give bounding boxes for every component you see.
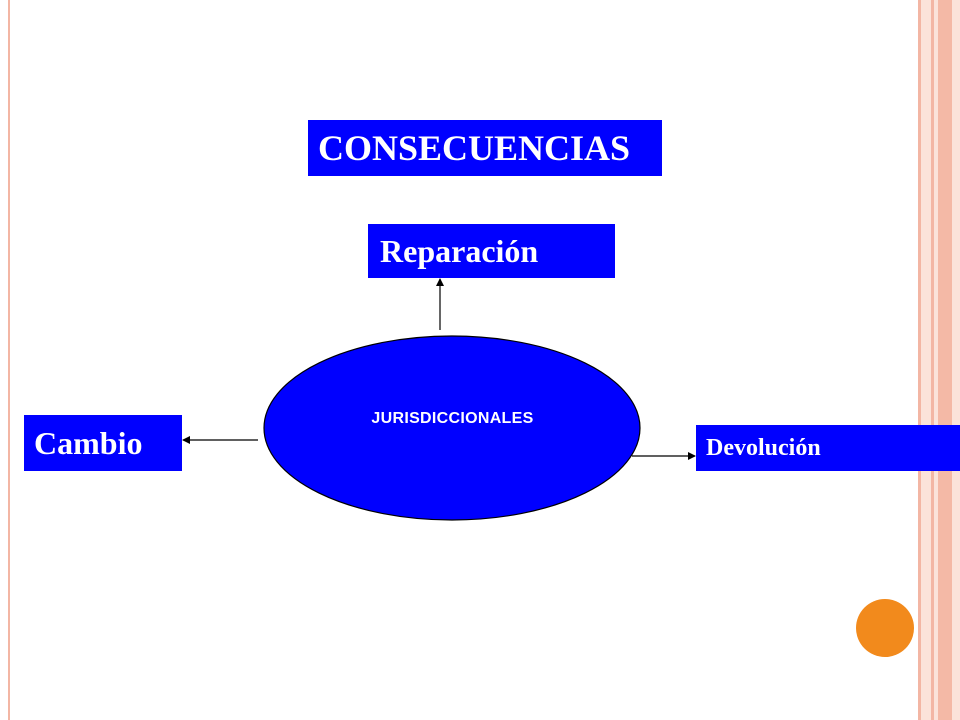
node-reparacion-label: Reparación <box>380 232 539 269</box>
left-border-line <box>8 0 10 720</box>
decorative-orange-circle <box>856 599 914 657</box>
right-border-stripe <box>918 0 921 720</box>
right-border-stripe <box>952 0 960 720</box>
right-border-stripe <box>921 0 931 720</box>
right-border-stripe <box>931 0 934 720</box>
right-border-stripe <box>934 0 938 720</box>
right-border-stripe <box>938 0 952 720</box>
node-devolucion: Devolución <box>696 425 960 471</box>
title-box: CONSECUENCIAS <box>308 120 662 176</box>
node-cambio: Cambio <box>24 415 182 471</box>
node-cambio-label: Cambio <box>34 424 143 461</box>
center-ellipse <box>263 335 641 521</box>
center-ellipse-label: JURISDICCIONALES <box>371 410 534 427</box>
node-devolucion-label: Devolución <box>706 434 821 461</box>
node-reparacion: Reparación <box>368 224 615 278</box>
title-text: CONSECUENCIAS <box>318 128 631 168</box>
